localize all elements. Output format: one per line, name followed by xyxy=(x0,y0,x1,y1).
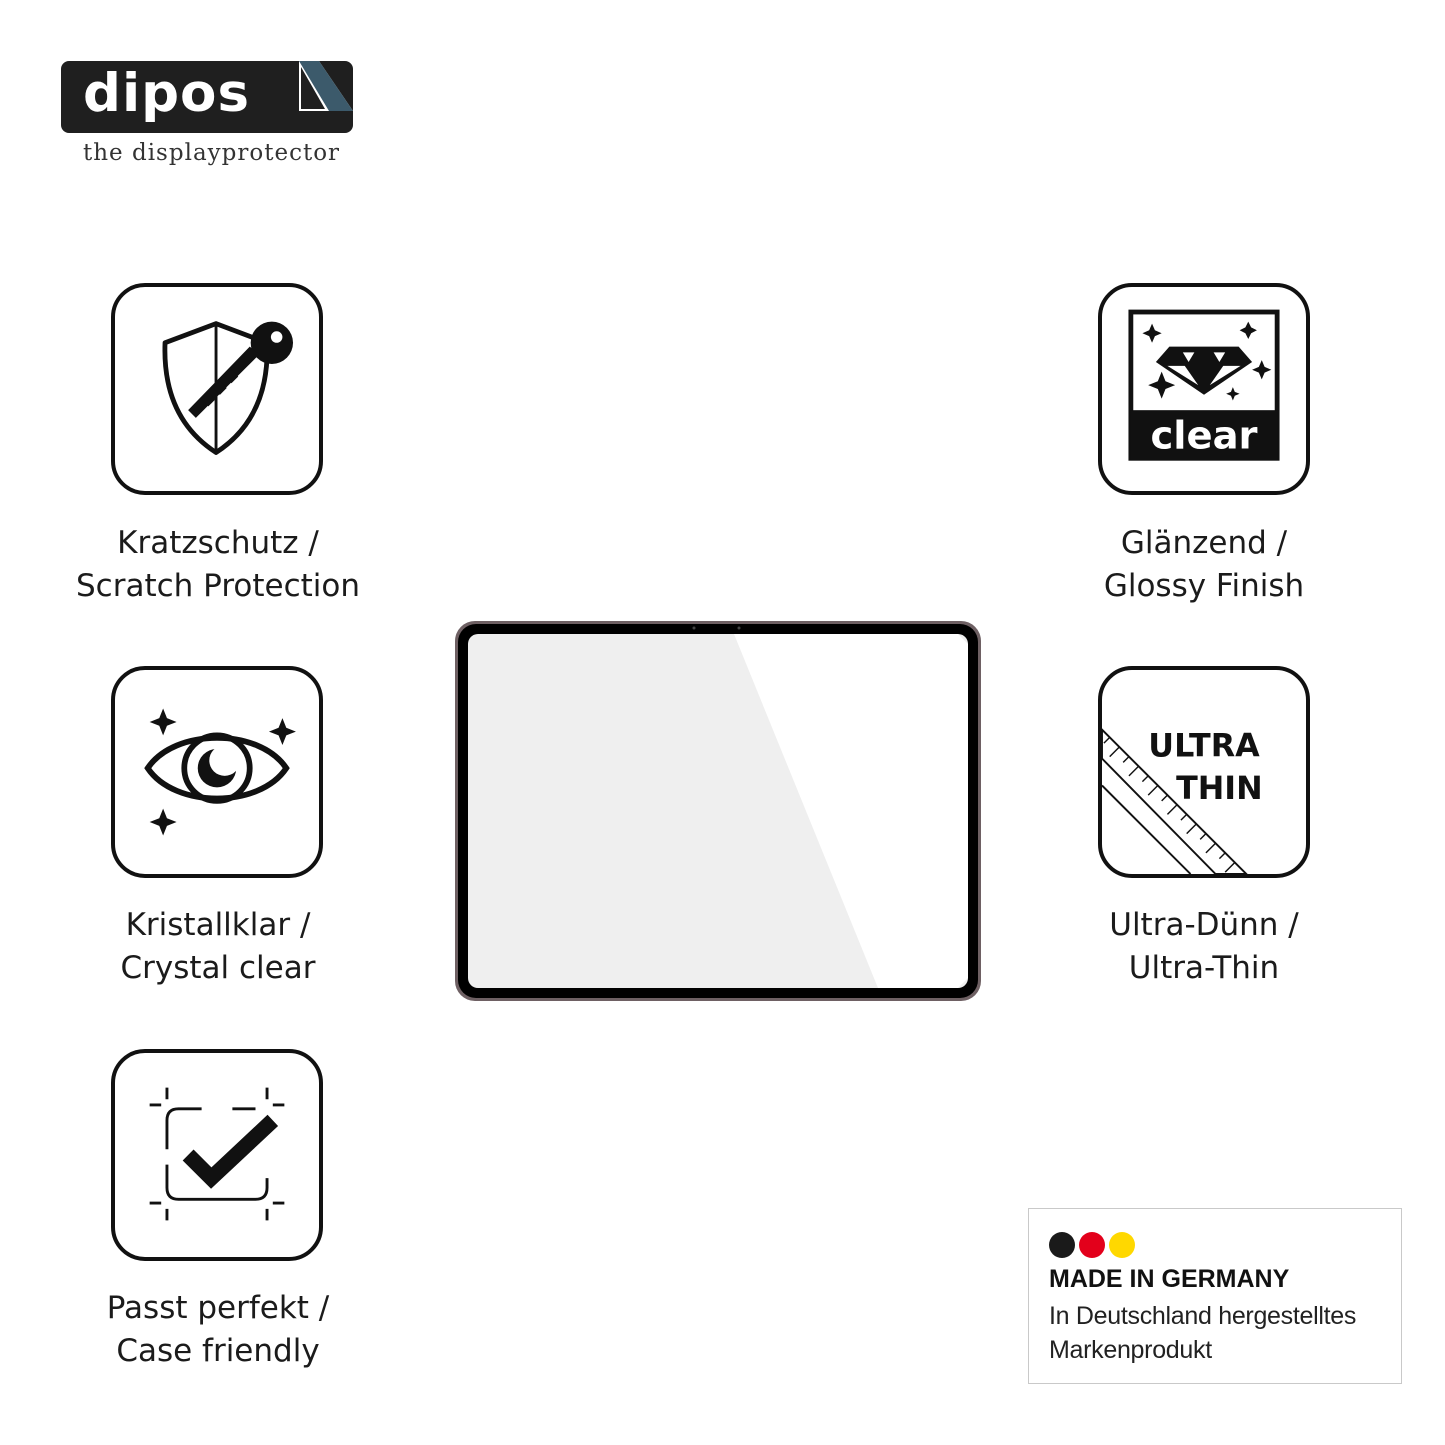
feature-glossy-finish: clear Glänzend / Glossy Finish xyxy=(1041,283,1371,613)
feature-ultra-thin: ULTRA THIN Ultra-Dünn / Ultra-Thin xyxy=(1041,666,1371,996)
feature-label: Kristallklar / Crystal clear xyxy=(120,907,316,986)
diamond-clear-icon: clear xyxy=(1098,283,1310,495)
feature-label: Ultra-Dünn / Ultra-Thin xyxy=(1109,907,1299,986)
feature-case-friendly: Passt perfekt / Case friendly xyxy=(53,1049,383,1379)
sparkle-eye-icon xyxy=(111,666,323,878)
feature-scratch-protection: Kratzschutz / Scratch Protection xyxy=(53,283,383,613)
flag-dot-black xyxy=(1049,1232,1075,1258)
icon-text-clear: clear xyxy=(1150,414,1257,459)
checkmark-frame-icon xyxy=(111,1049,323,1261)
logo-tagline: the displayprotector xyxy=(83,140,341,166)
icon-text-thin: THIN xyxy=(1176,771,1263,807)
logo-wordmark: dipos xyxy=(83,63,251,124)
made-in-germany-badge: MADE IN GERMANY In Deutschland hergestel… xyxy=(1028,1208,1402,1384)
folded-corner-icon xyxy=(299,61,353,111)
flag-dot-gold xyxy=(1109,1232,1135,1258)
icon-text-ultra: ULTRA xyxy=(1148,729,1260,765)
ruler-ultra-thin-icon: ULTRA THIN xyxy=(1098,666,1310,878)
flag-dot-red xyxy=(1079,1232,1105,1258)
dipos-logo: dipos xyxy=(61,61,353,133)
feature-crystal-clear: Kristallklar / Crystal clear xyxy=(53,666,383,996)
feature-label: Glänzend / Glossy Finish xyxy=(1103,525,1305,604)
feature-label: Passt perfekt / Case friendly xyxy=(106,1290,330,1369)
badge-title: MADE IN GERMANY xyxy=(1049,1265,1290,1293)
tablet-screen-protector-illustration xyxy=(455,621,981,1001)
shield-key-icon xyxy=(111,283,323,495)
feature-label: Kratzschutz / Scratch Protection xyxy=(76,525,360,604)
badge-subtitle: In Deutschland hergestelltes Markenprodu… xyxy=(1049,1302,1357,1364)
